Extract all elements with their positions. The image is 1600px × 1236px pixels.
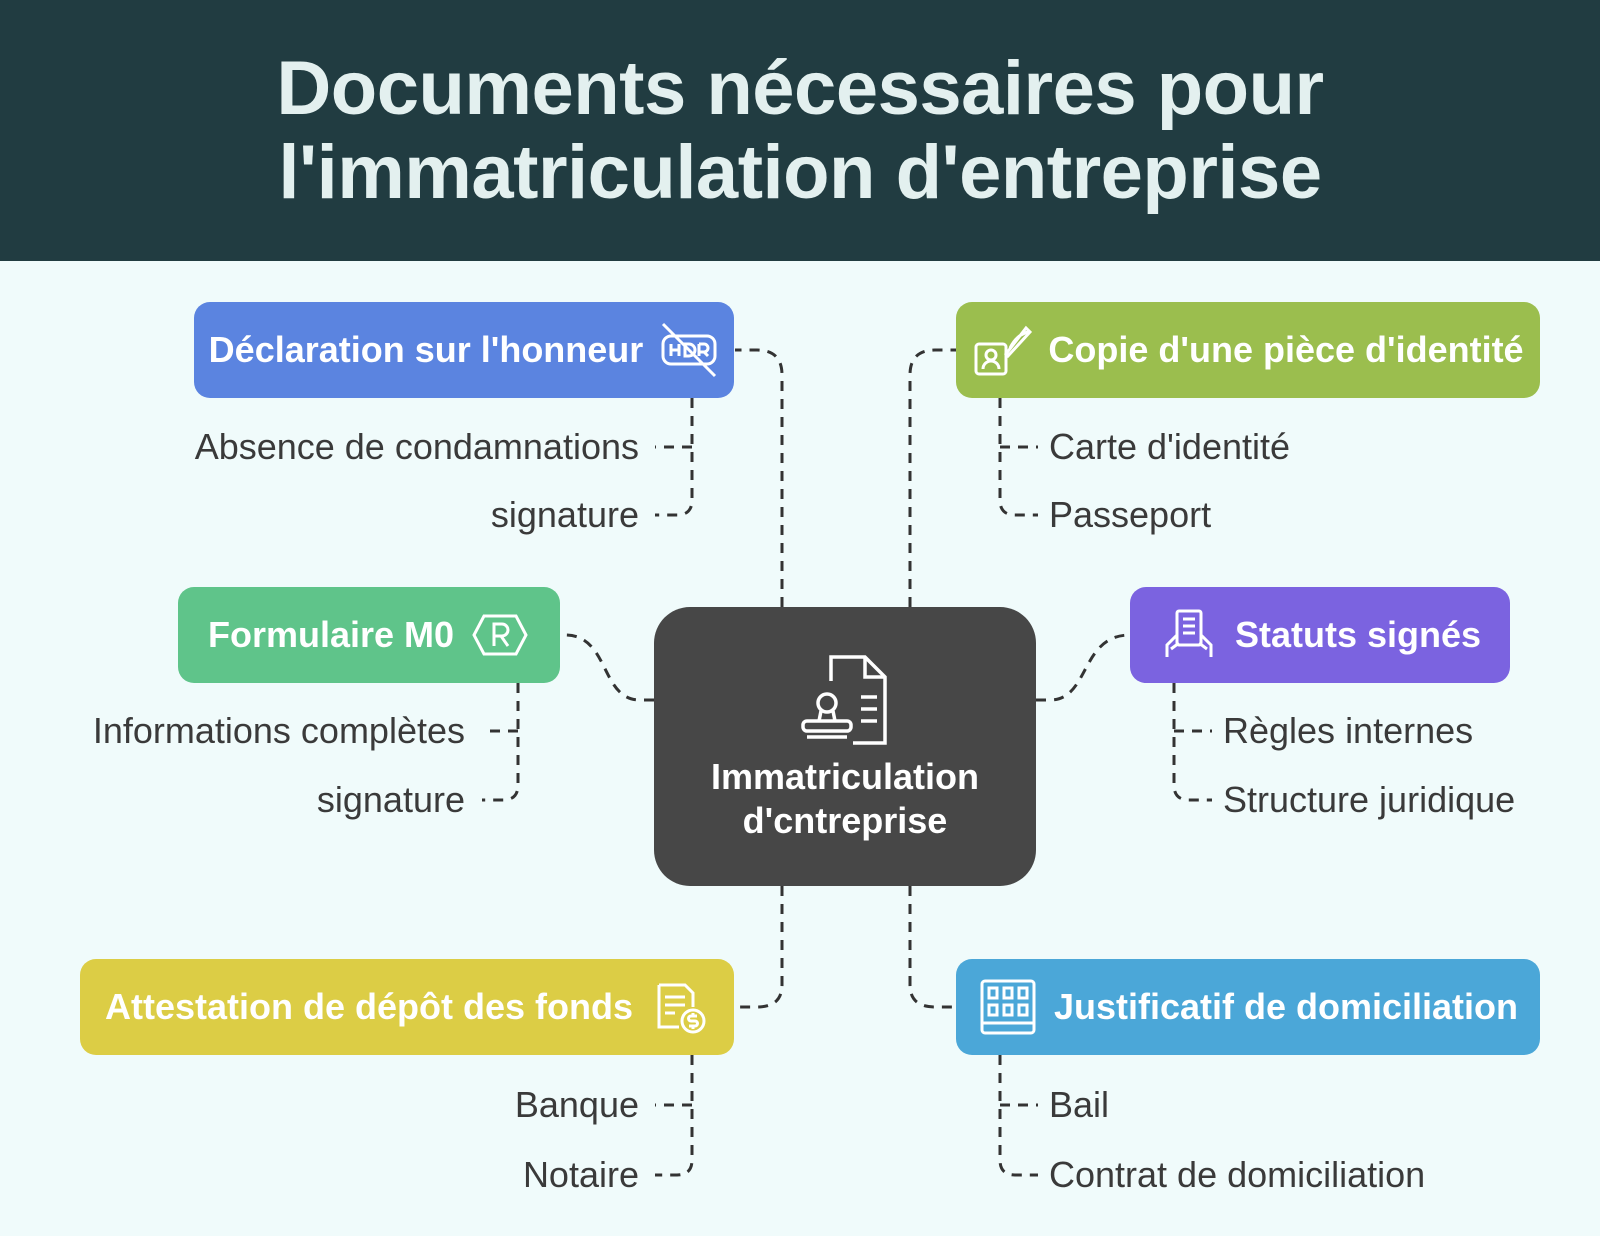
node-domiciliation-label: Justificatif de domiciliation [1053, 986, 1519, 1027]
node-domiciliation[interactable]: Justificatif de domiciliation [956, 959, 1540, 1055]
leaf-declaration-2: signature [490, 494, 639, 535]
node-attestation[interactable]: Attestation de dépôt des fonds [80, 959, 734, 1055]
node-identite[interactable]: Copie d'une pièce d'identité [956, 302, 1540, 398]
leaf-attestation-1: Banque [514, 1084, 639, 1125]
node-identite-label: Copie d'une pièce d'identité [1048, 329, 1524, 370]
leaf-identite-1: Carte d'identité [1049, 426, 1291, 467]
node-formulaire-label: Formulaire M0 [207, 614, 455, 655]
signed-document-hands-icon [1165, 609, 1213, 657]
leaf-domiciliation-2: Contrat de domiciliation [1049, 1154, 1426, 1195]
leaf-domiciliation-1: Bail [1049, 1084, 1110, 1125]
link-formulaire [564, 633, 654, 702]
building-icon [980, 979, 1036, 1035]
link-declaration [735, 348, 784, 607]
leaf-statuts-1: Règles internes [1223, 710, 1474, 751]
link-identite [908, 348, 956, 607]
node-declaration-label: Déclaration sur l'honneur [208, 329, 644, 370]
leaf-declaration-1: Absence de condamnations [194, 426, 639, 467]
link-domiciliation [908, 886, 956, 1009]
leaf-statuts-2: Structure juridique [1223, 779, 1516, 820]
registered-badge-icon [472, 614, 528, 656]
node-statuts-label: Statuts signés [1234, 614, 1482, 655]
document-stamp-icon [801, 654, 887, 745]
node-statuts[interactable]: Statuts signés [1130, 587, 1510, 683]
node-formulaire[interactable]: Formulaire M0 [178, 587, 560, 683]
node-attestation-label: Attestation de dépôt des fonds [104, 986, 633, 1027]
leaf-formulaire-2: signature [316, 779, 465, 820]
link-statuts [1036, 633, 1131, 702]
no-hdr-icon [661, 322, 717, 378]
link-attestation [735, 886, 784, 1009]
leaf-identite-2: Passeport [1049, 494, 1212, 535]
node-declaration[interactable]: Déclaration sur l'honneur [194, 302, 734, 398]
id-card-pen-icon [974, 325, 1033, 376]
leaf-attestation-2: Notaire [522, 1154, 639, 1195]
document-money-icon [657, 983, 706, 1034]
leaf-formulaire-1: Informations complètes [92, 710, 465, 751]
